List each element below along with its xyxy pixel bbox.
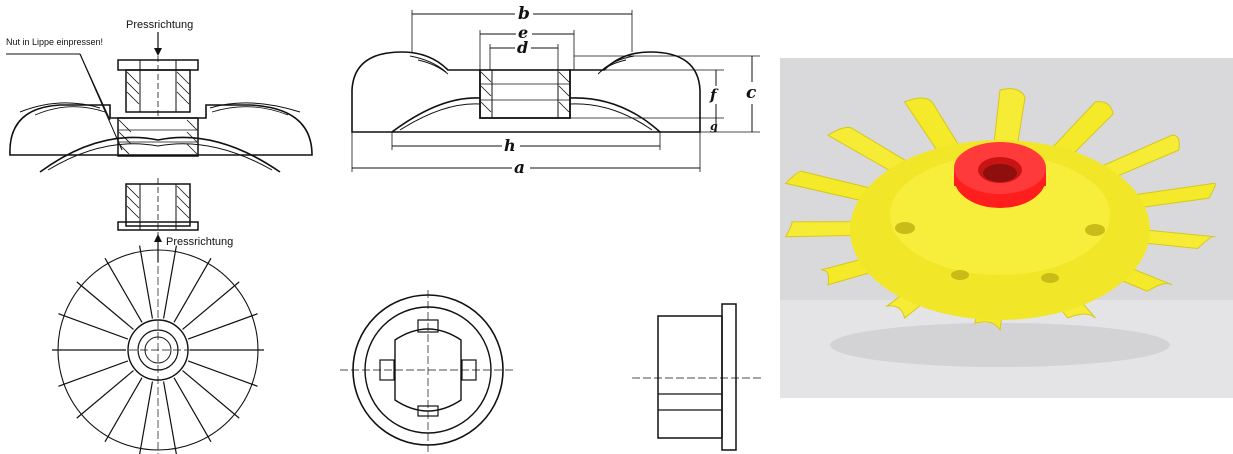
fan-plan-view <box>52 244 264 454</box>
fan-outline <box>351 51 701 133</box>
fan-blade-line <box>182 370 240 419</box>
fan-blade-line <box>187 313 258 340</box>
fan-blade-line <box>173 257 212 323</box>
fan-blade-line <box>173 377 212 443</box>
hub-plan-view <box>340 290 516 452</box>
fan-body-section <box>9 102 313 173</box>
fan-blade-line <box>182 281 240 330</box>
dim-label-e: e <box>518 23 528 42</box>
fan-blade-line <box>162 245 177 319</box>
fan-blade-line <box>58 313 129 340</box>
fan-blade-line <box>104 257 143 323</box>
bushing-top <box>117 56 199 116</box>
dim-label-g: g <box>710 120 718 133</box>
fan-dome <box>391 97 661 133</box>
groove-note-leader-2 <box>79 53 123 151</box>
dim-label-b: b <box>518 4 530 24</box>
fan-blade-line <box>58 360 129 387</box>
dim-label-a: a <box>514 158 525 178</box>
hub-section <box>479 69 571 119</box>
exploded-section-view: Pressrichtung Nut in Lippe einpressen! <box>6 19 313 262</box>
dim-label-f: f <box>709 86 719 104</box>
dimensioned-section-view: b e d c f g h <box>351 3 762 178</box>
fan-photo <box>780 58 1233 398</box>
press-direction-label-top: Pressrichtung <box>126 19 193 31</box>
bushing-bottom <box>117 178 199 236</box>
fan-blade-line <box>76 281 134 330</box>
fan-blade-line <box>139 381 154 454</box>
press-arrow-head-bottom <box>154 234 162 242</box>
fan-blade-line <box>104 377 143 443</box>
fan-blade-line <box>187 360 258 387</box>
fan-blade-line <box>76 370 134 419</box>
press-arrow-head-top <box>154 48 162 56</box>
groove-note-label: Nut in Lippe einpressen! <box>6 37 103 47</box>
fan-blade-line <box>139 245 154 319</box>
bushing-side-view <box>632 303 762 451</box>
dim-label-c: c <box>746 83 757 103</box>
dim-label-d: d <box>517 38 528 57</box>
dim-label-h: h <box>504 136 516 155</box>
press-direction-label-bottom: Pressrichtung <box>166 236 233 248</box>
fan-blade-line <box>162 381 177 454</box>
